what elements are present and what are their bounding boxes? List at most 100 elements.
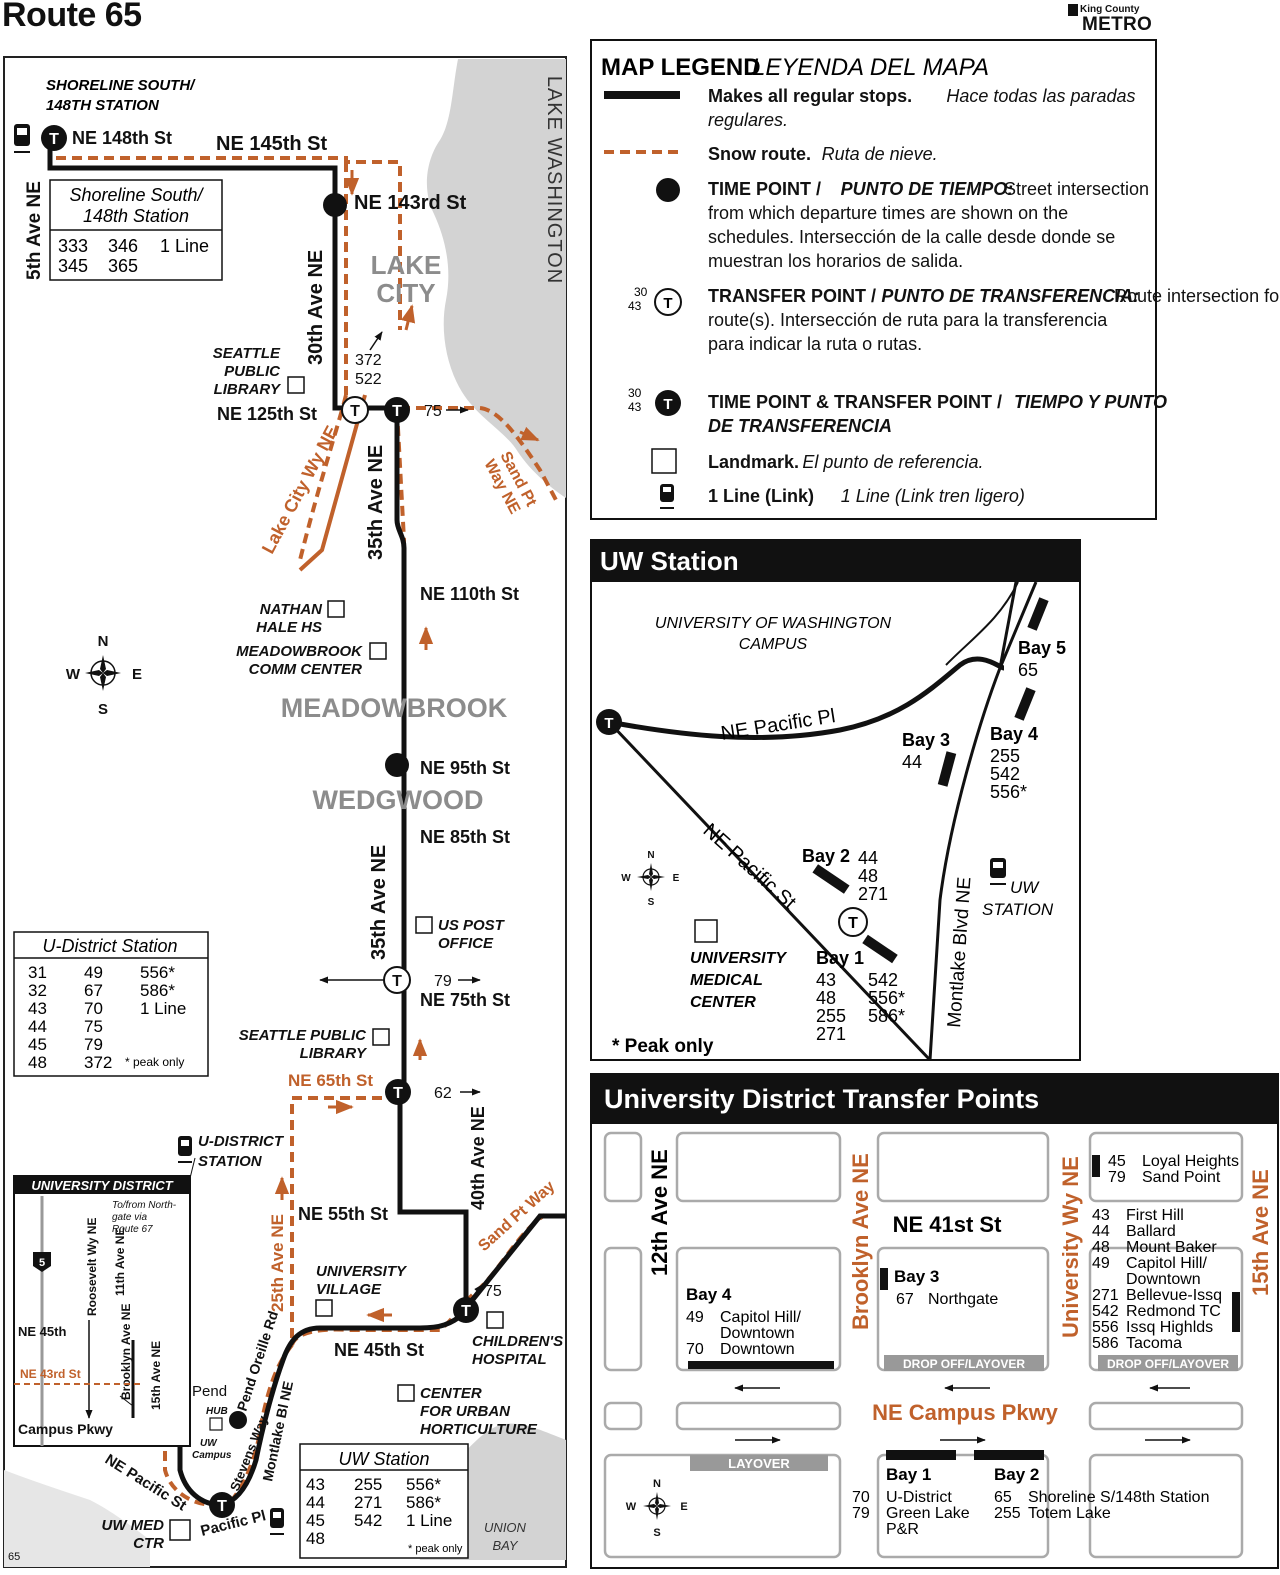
shoreline-route: 345 — [58, 256, 88, 276]
uw-medical-1: UNIVERSITY — [690, 950, 787, 967]
legend-item-text: DE TRANSFERENCIA — [708, 416, 892, 436]
landmark-icon — [327, 600, 345, 618]
pend-oreille-label: Pend — [192, 1383, 227, 1400]
bay1-dest: U-District — [886, 1489, 952, 1506]
street-35th-ave-b: 35th Ave NE — [368, 845, 390, 960]
svg-text:T: T — [848, 915, 858, 932]
wedgwood: WEDGWOOD — [313, 785, 484, 815]
landmark-icon — [287, 376, 305, 394]
library1-2: PUBLIC — [224, 363, 281, 380]
light-rail-icon-shoreline — [14, 124, 30, 153]
udistrict-station-1: U-DISTRICT — [198, 1133, 285, 1150]
lake-city-1: LAKE — [371, 250, 442, 280]
king-county-metro-logo: King County METRO — [1068, 2, 1158, 36]
street-ne125: NE 125th St — [217, 404, 317, 424]
street-30th-ave: 30th Ave NE — [305, 250, 327, 365]
bay1-route: 79 — [852, 1505, 870, 1522]
portage-water — [4, 1470, 150, 1567]
lake-city-2: CITY — [376, 278, 435, 308]
tp-15th-ave: 15th Ave NE — [1248, 1169, 1273, 1296]
legend-item-bold-italic: TIEMPO Y PUNTO — [1014, 392, 1167, 412]
compass-w: W — [621, 873, 631, 884]
uw-med-2: CTR — [133, 1535, 164, 1552]
uw-bay-route: 586* — [868, 1006, 905, 1026]
ne-list-dest: Bellevue-Issq — [1126, 1287, 1222, 1304]
legend-item-text: muestran los horarios de salida. — [708, 251, 963, 271]
compass-uw: N S W E — [621, 850, 679, 908]
bay1-name: Bay 1 — [886, 1465, 931, 1484]
library2-2: LIBRARY — [300, 1045, 368, 1062]
bay3-route: 67 — [896, 1291, 914, 1308]
legend-item-text: 1 Line (Link tren ligero) — [841, 486, 1025, 506]
uwstation-route: 45 — [306, 1511, 325, 1530]
street-ne75: NE 75th St — [420, 990, 510, 1010]
udistrict-transfer-points: University District Transfer Points DROP… — [590, 1073, 1279, 1569]
ne-list-route: 586 — [1092, 1335, 1119, 1352]
legend-sample-route: 30 — [634, 285, 648, 299]
shoreline-route: 365 — [108, 256, 138, 276]
ne-list-route: 542 — [1092, 1303, 1119, 1320]
light-rail-icon-udistrict — [178, 1136, 192, 1163]
transfer-points: T T T T T T T — [41, 125, 479, 1518]
svg-text:T: T — [461, 1303, 471, 1320]
transfer-62: 62 — [434, 1085, 452, 1102]
landmark-icon — [315, 1299, 333, 1317]
street-5th-ave: 5th Ave NE — [24, 181, 45, 280]
inset-campus-pkwy: Campus Pkwy — [18, 1421, 113, 1437]
svg-text:T: T — [392, 403, 402, 420]
street-ne145: NE 145th St — [216, 133, 327, 155]
uw-bay-route: 542 — [990, 764, 1020, 784]
uvillage-2: VILLAGE — [316, 1281, 382, 1298]
compass-s: S — [648, 897, 655, 908]
uwstation-route: 44 — [306, 1493, 325, 1512]
legend-landmark-icon — [651, 448, 677, 474]
ne-list-route: 43 — [1092, 1207, 1110, 1224]
bay4-route: 70 — [686, 1341, 704, 1358]
ne-pacific-pl-road — [608, 656, 1005, 740]
udistrict-route: 45 — [28, 1035, 47, 1054]
transfer-arrows — [319, 331, 483, 1301]
childrens-1: CHILDREN'S — [472, 1333, 563, 1350]
compass-e: E — [680, 1501, 687, 1513]
uw-medical-2: MEDICAL — [690, 972, 763, 989]
dropoff-bar-1 — [884, 1355, 1044, 1371]
uw-bay-name: Bay 5 — [1018, 638, 1066, 658]
udistrict-route: 556* — [140, 963, 175, 982]
landmark-icon — [369, 642, 387, 660]
legend-item-text: route(s). Intersección de ruta para la t… — [708, 310, 1108, 330]
landmark-icon — [397, 1384, 415, 1402]
ne-list-dest: Ballard — [1126, 1223, 1176, 1240]
landmark-icon — [372, 1028, 390, 1046]
legend-item-bold: 1 Line (Link) — [708, 486, 814, 506]
hub-label: HUB — [206, 1406, 228, 1417]
lake-city-wy-route — [298, 394, 348, 561]
library2-1: SEATTLE PUBLIC — [239, 1027, 367, 1044]
tp-12th-ave: 12th Ave NE — [647, 1149, 672, 1276]
uw-campus-1: UNIVERSITY OF WASHINGTON — [655, 615, 892, 632]
uw-peak-note: * Peak only — [612, 1036, 714, 1057]
tp-ne65: T — [385, 1079, 411, 1105]
svg-text:T: T — [49, 131, 59, 148]
svg-text:T: T — [604, 715, 613, 732]
tp-ne41: NE 41st St — [893, 1212, 1002, 1237]
legend-item-text: Ruta de nieve. — [822, 144, 938, 164]
street-ne143: NE 143rd St — [354, 192, 467, 214]
uw-bay-route: 44 — [902, 752, 922, 772]
snow-arrows — [274, 170, 540, 1323]
bay4-dest: Capitol Hill/ — [720, 1309, 801, 1326]
uw-station-rail-icon — [990, 858, 1006, 885]
udistrict-route: 586* — [140, 981, 175, 1000]
uwstation-route: 48 — [306, 1529, 325, 1548]
neighborhood-labels: LAKE CITY MEADOWBROOK WEDGWOOD — [281, 250, 508, 815]
bay4-name: Bay 4 — [686, 1285, 732, 1304]
legend-item-text: Route intersection for transferring to i… — [1114, 286, 1280, 306]
tp-brooklyn: Brooklyn Ave NE — [848, 1153, 873, 1330]
transfer-522: 522 — [355, 371, 382, 388]
bay3-name: Bay 3 — [894, 1267, 939, 1286]
bay4-route: 49 — [686, 1309, 704, 1326]
nathan-hale-1: NATHAN — [260, 601, 323, 618]
inset-title: UNIVERSITY DISTRICT — [31, 1178, 173, 1193]
shoreline-box-title-1: Shoreline South/ — [69, 185, 204, 205]
inset-note-2: gate via — [112, 1212, 147, 1223]
legend-sample-route: 30 — [628, 386, 642, 400]
